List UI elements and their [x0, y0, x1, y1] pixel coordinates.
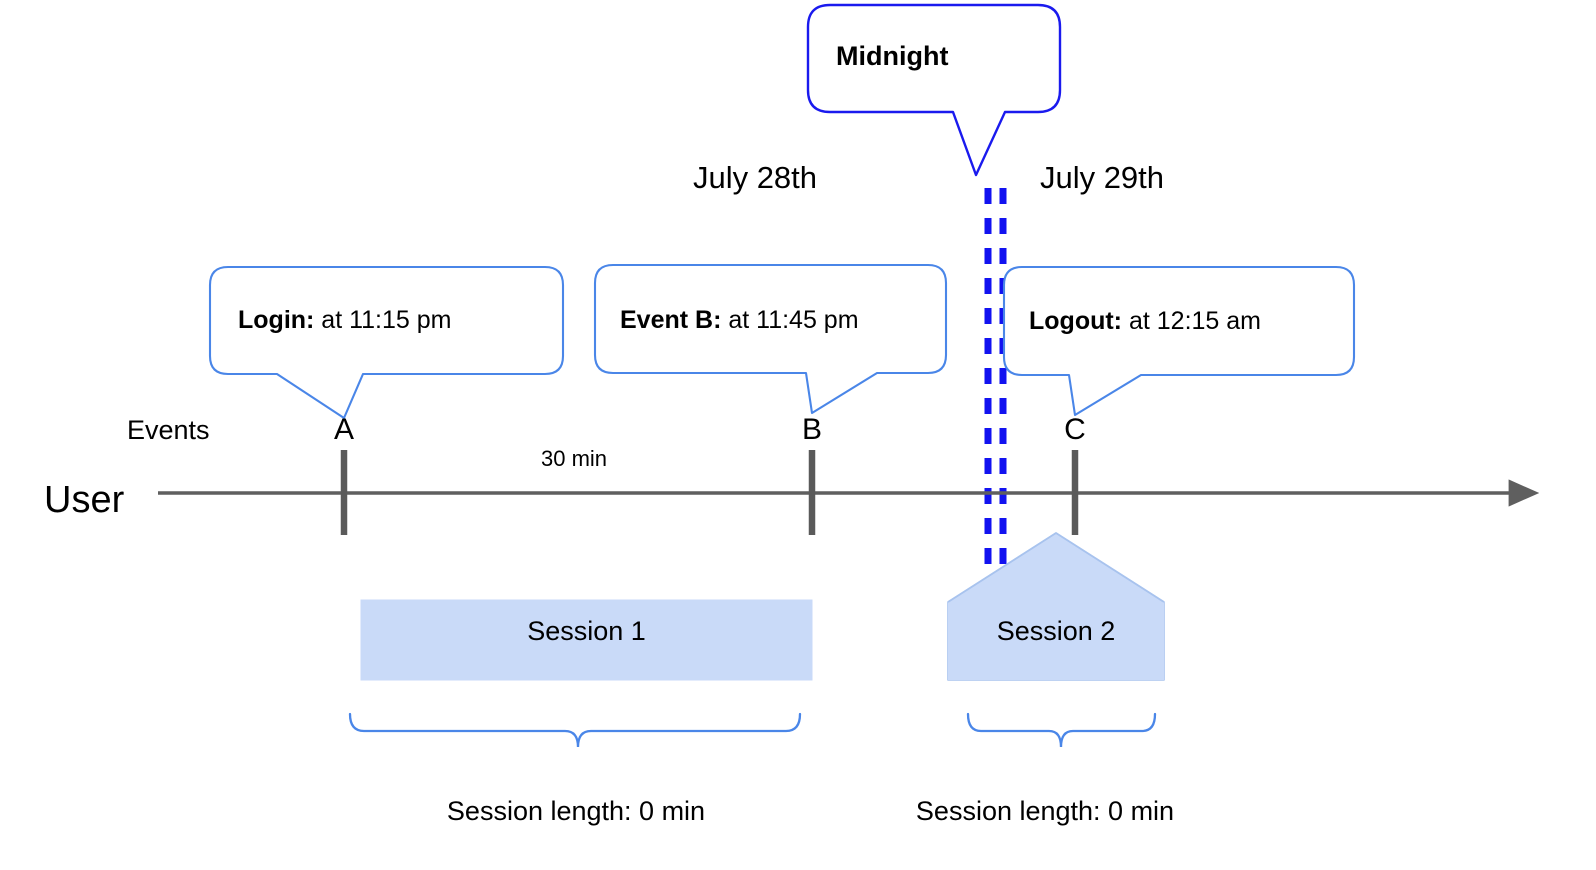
callout-logout-time: at 12:15 am	[1122, 307, 1261, 335]
session-2-length-label: Session length: 0 min	[915, 796, 1175, 826]
midnight-divider-lines	[984, 188, 1007, 578]
callout-logout-shape	[1002, 265, 1356, 417]
callout-login-title: Login:	[238, 306, 315, 334]
callout-logout-text: Logout: at 12:15 am	[1029, 309, 1261, 334]
midnight-callout-shape	[806, 3, 1062, 177]
callout-logout-title: Logout:	[1029, 307, 1123, 335]
callout-login-time: at 11:15 pm	[314, 306, 452, 334]
callout-eventb-shape	[593, 263, 948, 415]
date-label-left: July 28th	[692, 160, 818, 195]
events-row-label: Events	[127, 415, 210, 445]
event-letter-a: A	[333, 413, 354, 446]
session-2-label: Session 2	[996, 616, 1116, 646]
session-1-box-shape	[360, 599, 813, 681]
date-label-right: July 29th	[1039, 160, 1165, 195]
session-1-length-label: Session length: 0 min	[446, 796, 706, 826]
callout-eventb-title: Event B:	[620, 306, 722, 334]
callout-eventb-text: Event B: at 11:45 pm	[620, 308, 859, 333]
user-row-label: User	[44, 479, 125, 521]
midnight-label: Midnight	[836, 41, 949, 71]
session-2-brace	[966, 712, 1157, 748]
gap-duration-label: 30 min	[541, 446, 608, 471]
callout-login-shape	[208, 265, 565, 420]
session-2-box-shape	[947, 532, 1165, 681]
callout-eventb-time: at 11:45 pm	[721, 306, 859, 334]
callout-login-text: Login: at 11:15 pm	[238, 308, 451, 333]
session-1-brace	[348, 712, 802, 748]
event-letter-b: B	[801, 413, 822, 446]
session-1-label: Session 1	[527, 616, 646, 646]
event-letter-c: C	[1064, 413, 1086, 446]
